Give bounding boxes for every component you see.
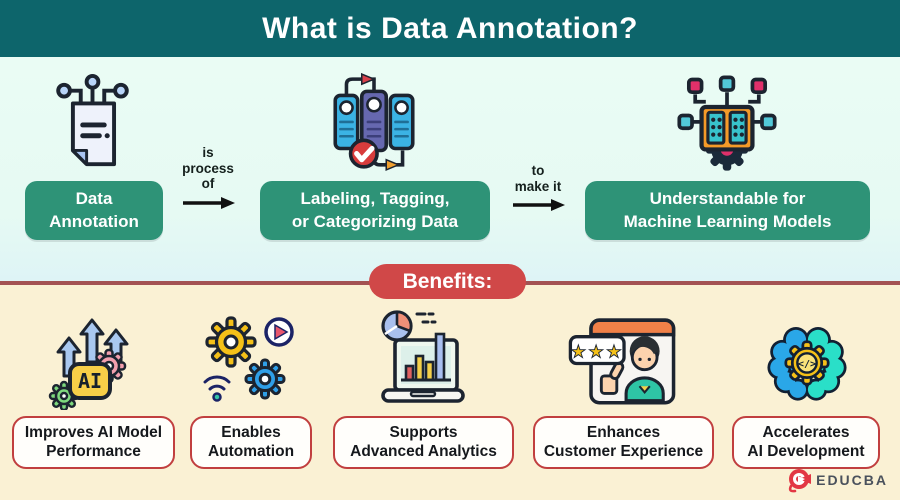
analytics-laptop-icon bbox=[381, 310, 465, 403]
benefit-card-customer-experience: Enhances Customer Experience bbox=[533, 416, 714, 469]
benefit-card-ai-performance: Improves AI Model Performance bbox=[12, 416, 175, 469]
flow-node-label: Understandable for bbox=[649, 189, 806, 209]
benefit-label: Improves AI Model bbox=[24, 423, 163, 441]
benefit-label: Supports bbox=[389, 423, 458, 441]
svg-text:</>: </> bbox=[798, 359, 816, 370]
benefit-label: Advanced Analytics bbox=[350, 442, 497, 460]
flow-node-labeling-tagging: Labeling, Tagging, or Categorizing Data bbox=[260, 181, 490, 240]
benefits-heading: Benefits: bbox=[369, 264, 526, 299]
svg-text:AI: AI bbox=[78, 369, 102, 393]
flow-connector-1: is process of bbox=[168, 145, 248, 213]
flow-node-label: or Categorizing Data bbox=[291, 211, 459, 231]
connector-label: is bbox=[202, 145, 214, 160]
benefit-card-analytics: Supports Advanced Analytics bbox=[333, 416, 514, 469]
benefit-label: Enables bbox=[221, 423, 281, 441]
brand-logo: EDUCBA bbox=[787, 467, 888, 493]
flow-node-label: Data bbox=[75, 189, 113, 209]
connector-label: make it bbox=[514, 178, 562, 194]
annotated-document-icon bbox=[56, 74, 129, 167]
connector-label: of bbox=[201, 176, 215, 192]
benefits-heading-label: Benefits: bbox=[402, 269, 493, 293]
benefit-card-ai-development: Accelerates AI Development bbox=[732, 416, 880, 469]
right-arrow-icon bbox=[513, 199, 565, 212]
right-arrow-icon bbox=[183, 196, 235, 209]
ai-brain-icon: </> bbox=[767, 327, 847, 401]
connector-label: process bbox=[182, 160, 234, 176]
automation-gears-icon bbox=[203, 316, 294, 402]
flow-node-data-annotation: Data Annotation bbox=[25, 181, 163, 240]
machine-learning-book-icon bbox=[677, 75, 777, 171]
customer-experience-icon: ★★★ bbox=[568, 318, 676, 405]
benefit-label: Automation bbox=[207, 442, 295, 460]
benefit-label: Accelerates bbox=[762, 423, 850, 441]
svg-text:★★★: ★★★ bbox=[571, 342, 624, 362]
flow-node-label: Labeling, Tagging, bbox=[300, 189, 450, 209]
educba-logo-icon bbox=[788, 469, 812, 493]
benefit-label: Performance bbox=[46, 442, 141, 460]
flow-node-understandable-ml: Understandable for Machine Learning Mode… bbox=[585, 181, 870, 240]
flow-node-label: Machine Learning Models bbox=[623, 211, 832, 231]
benefit-card-automation: Enables Automation bbox=[190, 416, 312, 469]
data-tags-check-icon bbox=[333, 73, 415, 172]
header-banner: What is Data Annotation? bbox=[0, 0, 900, 57]
page-title: What is Data Annotation? bbox=[262, 11, 638, 45]
brand-name: EDUCBA bbox=[816, 472, 888, 488]
benefit-label: AI Development bbox=[747, 442, 865, 460]
flow-connector-2: to make it bbox=[500, 163, 576, 216]
definition-flow-section: Data Annotation is process of bbox=[0, 57, 900, 281]
ai-performance-icon: AI bbox=[48, 318, 129, 410]
connector-label: to bbox=[531, 163, 545, 178]
benefit-label: Customer Experience bbox=[543, 442, 704, 460]
flow-node-label: Annotation bbox=[49, 211, 139, 231]
benefit-label: Enhances bbox=[586, 423, 661, 441]
